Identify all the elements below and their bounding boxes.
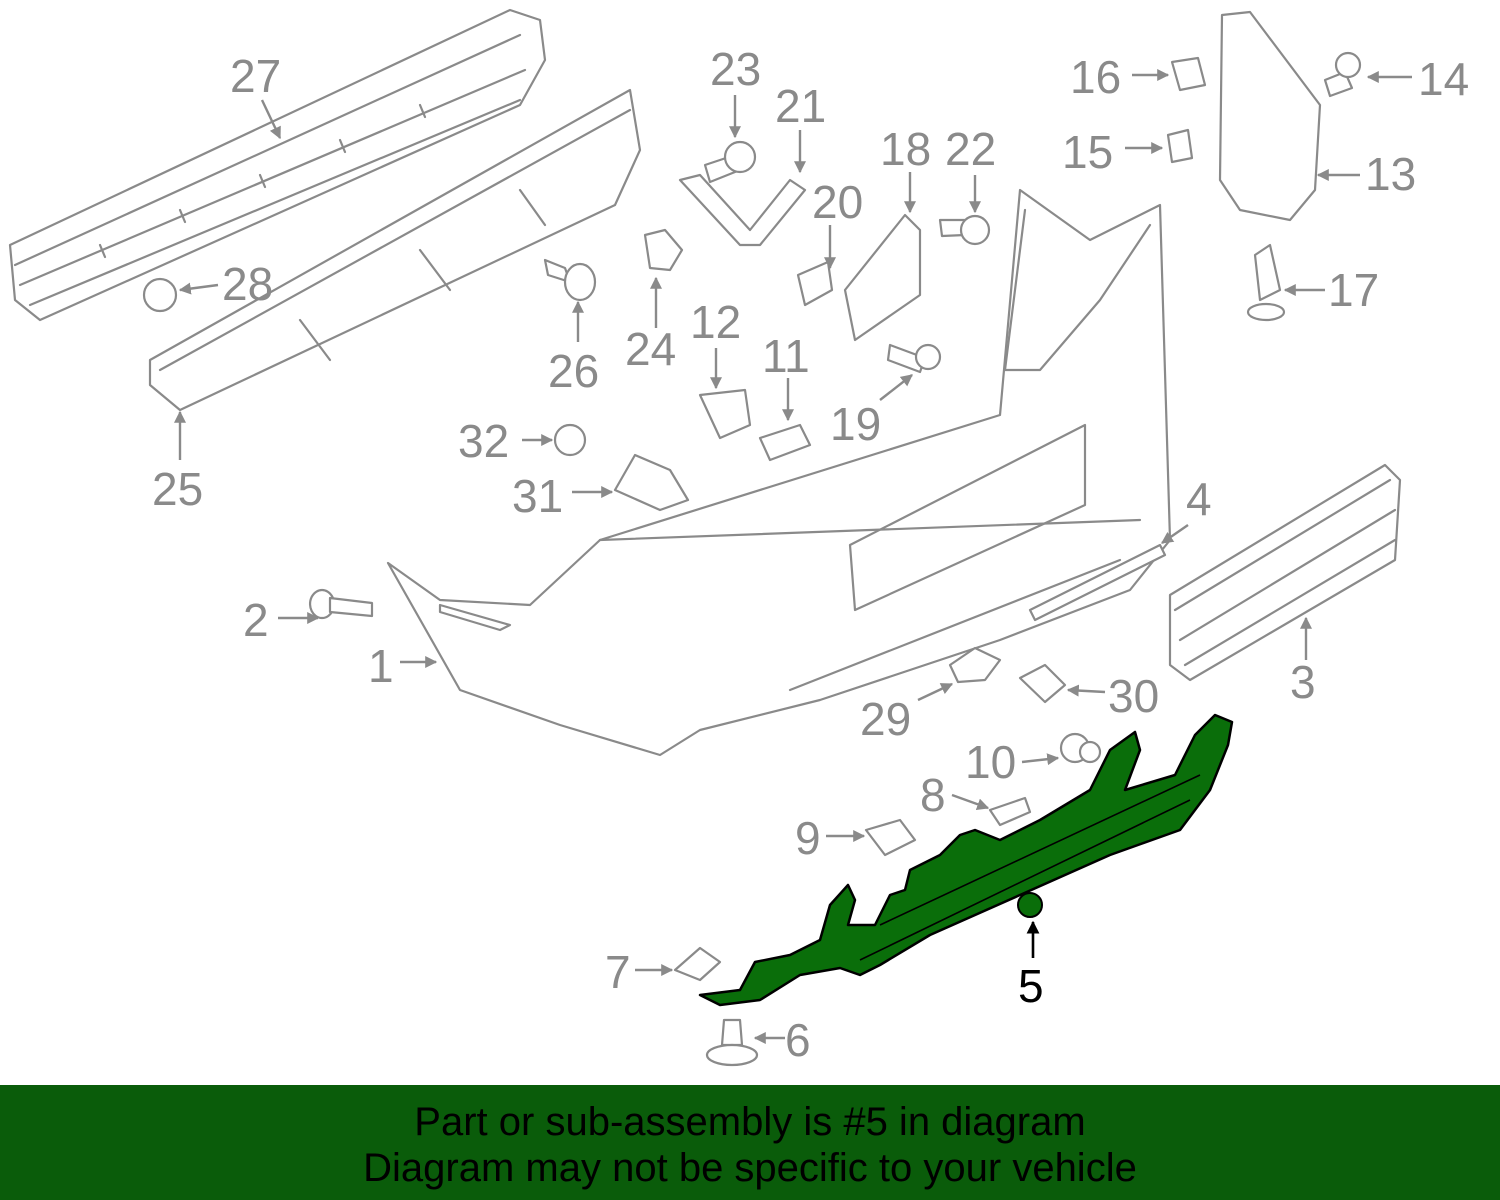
- callout-26: 26: [548, 345, 599, 397]
- callout-16: 16: [1070, 51, 1121, 103]
- callout-numbers: 1 2 3 4 5 6 7 8 9 10 11 12 13 14 15 16 1…: [152, 43, 1469, 1066]
- callout-18: 18: [880, 123, 931, 175]
- callout-2: 2: [243, 594, 269, 646]
- parts-diagram: 1 2 3 4 5 6 7 8 9 10 11 12 13 14 15 16 1…: [8, 8, 1469, 1067]
- callout-6: 6: [785, 1014, 811, 1066]
- selected-part-5-valance: [698, 713, 1234, 1007]
- banner-line-1: Part or sub-assembly is #5 in diagram: [414, 1100, 1086, 1144]
- callout-21: 21: [775, 80, 826, 132]
- callout-31: 31: [512, 470, 563, 522]
- callout-25: 25: [152, 463, 203, 515]
- callout-24: 24: [625, 323, 676, 375]
- callout-7: 7: [605, 946, 631, 998]
- callout-30: 30: [1108, 670, 1159, 722]
- callout-28: 28: [222, 258, 273, 310]
- callout-5: 5: [1018, 960, 1044, 1012]
- callout-1: 1: [368, 640, 394, 692]
- info-banner: Part or sub-assembly is #5 in diagram Di…: [0, 1085, 1500, 1200]
- callout-32: 32: [458, 415, 509, 467]
- banner-line-2: Diagram may not be specific to your vehi…: [363, 1146, 1137, 1190]
- callout-12: 12: [690, 296, 741, 348]
- energy-absorber-part: [148, 88, 642, 412]
- callout-9: 9: [795, 812, 821, 864]
- callout-15: 15: [1062, 126, 1113, 178]
- callout-23: 23: [710, 43, 761, 95]
- callout-4: 4: [1186, 473, 1212, 525]
- bumper-cover-part: [386, 188, 1172, 757]
- callout-22: 22: [945, 123, 996, 175]
- callout-14: 14: [1418, 53, 1469, 105]
- grille-part: [1168, 463, 1402, 682]
- callout-10: 10: [965, 736, 1016, 788]
- molding-strip-part: [1028, 543, 1167, 622]
- callout-13: 13: [1365, 148, 1416, 200]
- callout-3: 3: [1290, 656, 1316, 708]
- callout-19: 19: [830, 398, 881, 450]
- leader-lines: [174, 69, 1412, 1044]
- callout-27: 27: [230, 50, 281, 102]
- callout-11: 11: [762, 330, 810, 382]
- callout-20: 20: [812, 176, 863, 228]
- callout-8: 8: [920, 769, 946, 821]
- impact-bar-part: [8, 8, 547, 322]
- small-fasteners: [142, 10, 1362, 1067]
- callout-17: 17: [1328, 264, 1379, 316]
- callout-29: 29: [860, 693, 911, 745]
